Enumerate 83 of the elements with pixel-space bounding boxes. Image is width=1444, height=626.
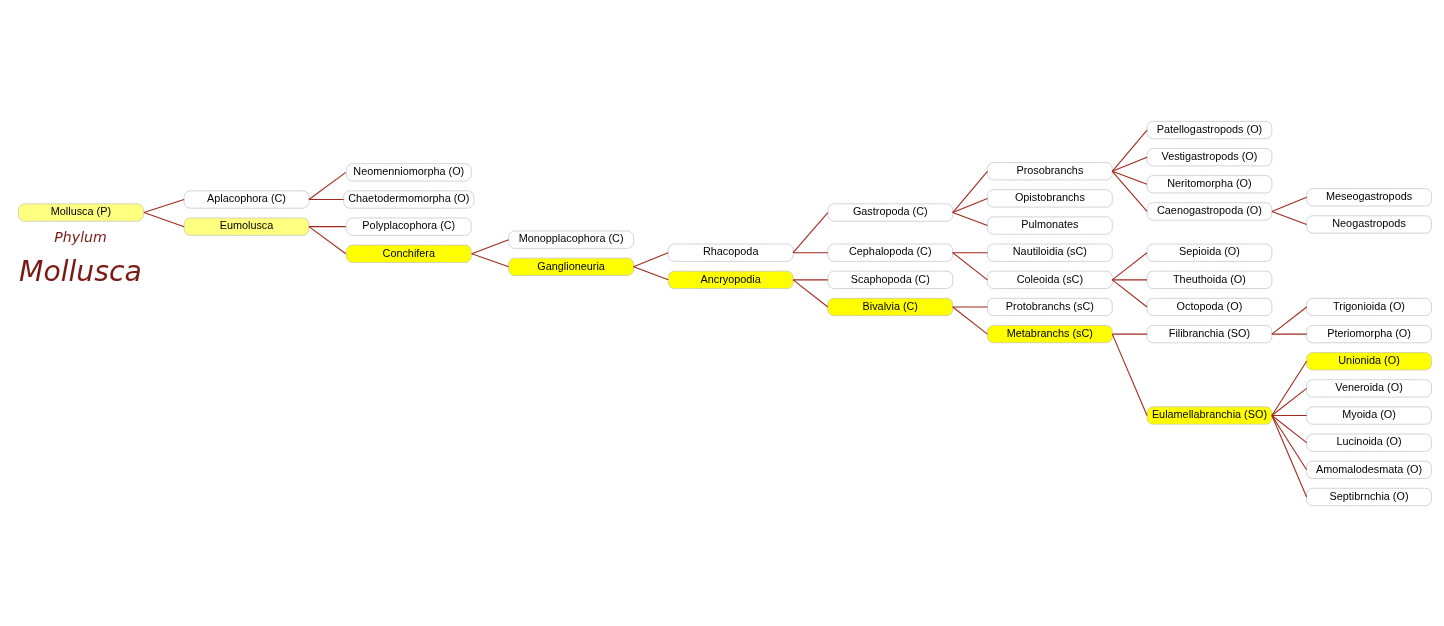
- connector: [952, 251, 988, 253]
- node-box: Neogastropods: [1306, 214, 1432, 233]
- connector: [1111, 333, 1148, 416]
- connector: [308, 171, 347, 200]
- connector: [1111, 170, 1148, 212]
- connector: [792, 278, 829, 280]
- connector: [1271, 414, 1308, 470]
- connector: [1111, 170, 1148, 185]
- connector: [1271, 414, 1308, 416]
- node-box: Vestigastropods (O): [1146, 147, 1273, 166]
- node-box: Neomenniomorpha (O): [346, 162, 472, 181]
- node-box: Trigonioida (O): [1306, 297, 1432, 316]
- node-box: Ancryopodia: [667, 270, 794, 289]
- connector: [471, 238, 510, 254]
- connector: [1111, 278, 1148, 280]
- node-box: Theuthoida (O): [1146, 270, 1273, 289]
- node-box: Caenogastropoda (O): [1146, 201, 1273, 220]
- connector: [1271, 414, 1308, 443]
- node-box: Cephalopoda (C): [827, 243, 954, 262]
- node-box: Meseogastropods: [1306, 187, 1432, 206]
- node-box: Gastropoda (C): [827, 203, 954, 222]
- node-box: Opistobranchs: [987, 188, 1113, 207]
- connector: [1111, 129, 1148, 172]
- node-box: Myoida (O): [1306, 406, 1432, 425]
- connector: [143, 198, 185, 213]
- connector: [1271, 333, 1308, 335]
- node-box: Coleoida (sC): [987, 270, 1113, 289]
- connector: [632, 251, 669, 267]
- node-box: Pulmonates: [987, 216, 1113, 235]
- node-box: Scaphopoda (C): [827, 270, 954, 289]
- node-box: Prosobranchs: [987, 161, 1113, 180]
- connector: [952, 305, 988, 335]
- connector: [471, 252, 510, 267]
- node-box: Neritomorpha (O): [1146, 174, 1273, 193]
- node-box: Patellogastropods (O): [1146, 120, 1273, 139]
- connector: [792, 251, 829, 253]
- connector: [952, 251, 988, 280]
- connector: [308, 225, 347, 254]
- connector: [143, 211, 185, 227]
- node-box: Filibranchia (SO): [1146, 324, 1273, 343]
- node-box: Lucinoida (O): [1306, 433, 1432, 452]
- node-box: Conchifera: [346, 244, 472, 263]
- node-box: Nautiloidia (sC): [987, 243, 1113, 262]
- label: Phylum: [54, 228, 107, 245]
- connector: [1111, 156, 1148, 172]
- node-box: Polyplacophora (C): [346, 217, 472, 236]
- connector: [1271, 305, 1308, 335]
- node-box: Sepioida (O): [1146, 243, 1273, 262]
- node-box: Eumolusca: [183, 217, 310, 236]
- node-box: Metabranchs (sC): [987, 324, 1113, 343]
- node-box: Eulamellabranchia (SO): [1146, 406, 1273, 425]
- connector: [952, 170, 988, 213]
- node-box: Ganglioneuria: [508, 257, 634, 276]
- node-box: Chaetodermomorpha (O): [343, 190, 475, 208]
- node-box: Octopoda (O): [1146, 297, 1273, 316]
- connector: [632, 265, 669, 280]
- connector: [952, 197, 988, 213]
- connector: [1271, 196, 1308, 212]
- node-box: Unionida (O): [1306, 351, 1432, 370]
- connector: [308, 225, 347, 227]
- node-box: Amomalodesmata (O): [1306, 460, 1432, 479]
- node-box: Bivalvia (C): [827, 297, 954, 316]
- connector: [308, 198, 345, 200]
- connector: [792, 278, 829, 308]
- connector: [1271, 387, 1308, 416]
- connector: [1271, 210, 1308, 225]
- connector: [1271, 414, 1308, 497]
- node-box: Pteriomorpha (O): [1306, 324, 1432, 343]
- node-box: Veneroida (O): [1306, 378, 1432, 397]
- node-box: Mollusca (P): [18, 203, 144, 222]
- node-box: Protobranchs (sC): [987, 297, 1113, 316]
- node-box: Septibrnchia (O): [1306, 487, 1432, 506]
- connector: [952, 305, 988, 308]
- connector: [792, 211, 829, 253]
- label: Mollusca: [19, 254, 142, 288]
- node-box: Rhacopoda: [667, 243, 794, 262]
- node-box: Aplacophora (C): [183, 190, 310, 208]
- connector: [1271, 360, 1308, 416]
- node-box: Monopplacophora (C): [508, 230, 634, 249]
- connector: [1111, 251, 1148, 280]
- connector: [1111, 278, 1148, 308]
- connector: [1111, 333, 1148, 335]
- connector: [952, 211, 988, 226]
